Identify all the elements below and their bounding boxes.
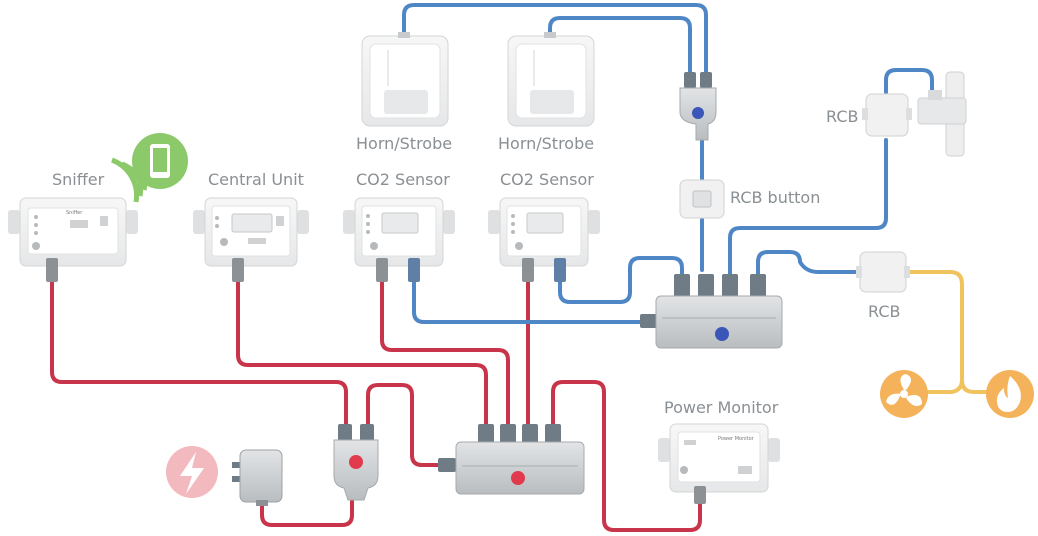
label-co2-sensor-2: CO2 Sensor — [500, 170, 594, 189]
cable-co2a-to-hub — [380, 278, 510, 428]
label-horn-strobe-2: Horn/Strobe — [498, 134, 595, 153]
cable-central-to-hub — [236, 278, 488, 428]
label-rcb-right: RCB — [868, 302, 901, 321]
label-power-monitor: Power Monitor — [664, 398, 779, 417]
cable-sniffer-to-splitter — [50, 278, 348, 428]
blue-cables — [402, 3, 934, 324]
cable-co2b-to-hub — [558, 256, 684, 304]
label-sniffer: Sniffer — [52, 170, 105, 189]
cable-horn2-to-splitter — [548, 16, 692, 84]
cable-hub-to-power-monitor — [551, 380, 702, 532]
red-splitter[interactable] — [333, 424, 379, 501]
label-rcb-button: RCB button — [730, 188, 821, 207]
cable-splitter-to-hub — [366, 383, 450, 467]
flame-icon — [986, 370, 1034, 418]
cable-rcb-top-to-hub — [728, 138, 888, 276]
cable-rcb-top-to-valve — [884, 68, 934, 94]
yellow-cables — [904, 270, 996, 394]
label-central-unit: Central Unit — [208, 170, 304, 189]
cable-rcb-to-fan-fire — [904, 270, 964, 394]
rcb-right-device[interactable] — [856, 251, 910, 293]
red-plugs — [46, 258, 706, 504]
cable-hub-to-rcb-right — [756, 250, 862, 276]
horn-strobe-2-device[interactable] — [507, 32, 595, 127]
smartphone-wifi-icon — [111, 133, 188, 203]
horn-strobe-1-device[interactable] — [361, 32, 449, 127]
red-hub[interactable] — [438, 424, 585, 495]
power-adapter[interactable] — [232, 449, 283, 506]
rcb-top-device[interactable] — [862, 93, 912, 137]
central-unit-device[interactable] — [193, 197, 309, 267]
red-cables — [50, 278, 702, 532]
sniffer-device[interactable]: Sniffer — [8, 197, 138, 267]
label-horn-strobe-1: Horn/Strobe — [356, 134, 453, 153]
fan-icon — [880, 370, 928, 418]
blue-splitter[interactable] — [679, 72, 717, 141]
lightning-bolt-icon — [166, 446, 218, 498]
cable-co2a-to-hub — [412, 278, 642, 324]
co2-sensor-2-device[interactable] — [488, 197, 600, 267]
blue-hub[interactable] — [640, 274, 783, 349]
rcb-button-device[interactable] — [679, 179, 725, 219]
cable-branch-fire — [960, 378, 996, 394]
label-co2-sensor-1: CO2 Sensor — [356, 170, 450, 189]
power-monitor-device[interactable]: Power Monitor — [658, 423, 780, 493]
co2-sensor-1-device[interactable] — [343, 197, 455, 267]
label-rcb-top: RCB — [826, 107, 859, 126]
cable-adapter-to-splitter — [260, 498, 354, 527]
blue-plugs — [408, 258, 566, 282]
sniffer-device-text: Sniffer — [66, 210, 83, 216]
valve-device — [917, 71, 967, 157]
cable-horn1-to-splitter — [402, 3, 708, 84]
power-monitor-device-text: Power Monitor — [718, 436, 755, 442]
